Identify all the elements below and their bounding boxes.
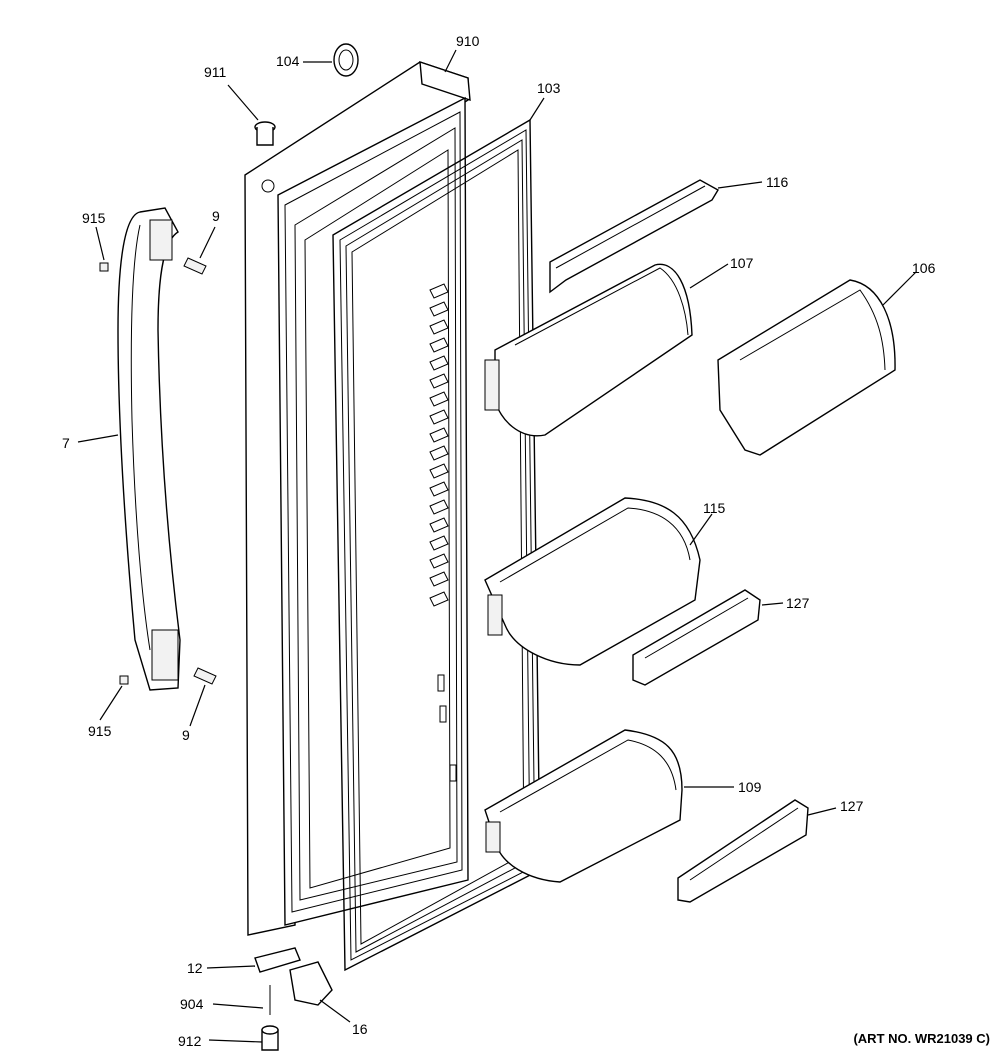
callout-9-top: 9 xyxy=(212,208,220,224)
bottom-hardware xyxy=(254,947,333,1051)
callout-106: 106 xyxy=(912,260,936,276)
clip-12 xyxy=(254,947,301,973)
callout-7: 7 xyxy=(62,435,70,451)
leader-lines xyxy=(77,49,917,1043)
screw-9-bottom xyxy=(193,667,217,685)
callout-912: 912 xyxy=(178,1033,202,1049)
callout-910: 910 xyxy=(456,33,480,49)
bin-109 xyxy=(484,729,683,883)
callout-9-bottom: 9 xyxy=(182,727,190,743)
fasteners xyxy=(99,43,359,685)
callout-103: 103 xyxy=(537,80,561,96)
bin-107 xyxy=(484,263,693,437)
callout-915-top: 915 xyxy=(82,210,106,226)
nut-915-top xyxy=(99,262,109,272)
callout-904: 904 xyxy=(180,996,204,1012)
trim-127-upper xyxy=(632,589,761,686)
cover-106 xyxy=(717,279,896,456)
bin-115 xyxy=(484,497,701,666)
callout-127-lower: 127 xyxy=(840,798,864,814)
callout-911: 911 xyxy=(204,64,227,80)
callout-16: 16 xyxy=(352,1021,368,1037)
callout-115: 115 xyxy=(703,500,726,516)
callout-104: 104 xyxy=(276,53,300,69)
cap-911-body xyxy=(256,127,274,146)
trim-127-lower xyxy=(677,799,809,903)
callout-labels: 910 104 911 103 116 915 9 107 106 7 115 … xyxy=(62,33,936,1049)
bin-rail xyxy=(549,179,719,294)
nut-915-bottom xyxy=(119,675,129,685)
callout-109: 109 xyxy=(738,779,762,795)
callout-107: 107 xyxy=(730,255,754,271)
callout-915-bottom: 915 xyxy=(88,723,112,739)
bracket-16 xyxy=(289,961,333,1006)
callout-12: 12 xyxy=(187,960,203,976)
door-panel xyxy=(244,60,471,936)
door-handle xyxy=(117,207,181,691)
art-number: (ART NO. WR21039 C) xyxy=(853,1031,990,1046)
callout-127-upper: 127 xyxy=(786,595,810,611)
plug-104 xyxy=(333,43,359,77)
callout-116: 116 xyxy=(766,174,789,190)
screw-9-top xyxy=(183,257,207,275)
liner-shelf-ribs xyxy=(429,283,457,782)
